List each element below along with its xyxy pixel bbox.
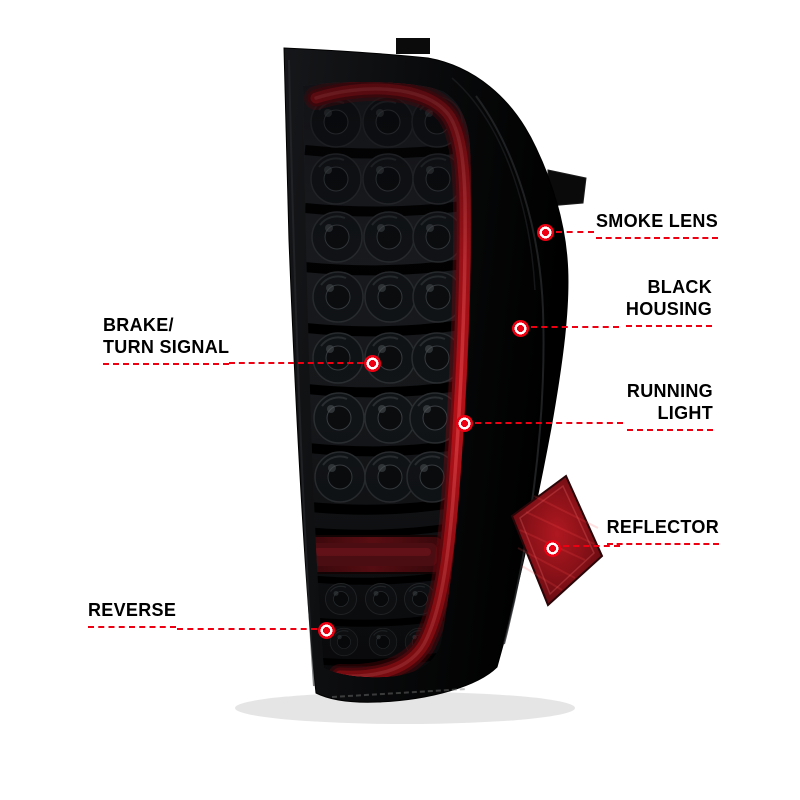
callout-label: SMOKE LENS	[596, 211, 719, 231]
callout-black-housing: BLACK HOUSING	[625, 276, 712, 327]
callout-marker-smoke-lens	[537, 224, 554, 241]
leader-line-smoke-lens	[556, 231, 594, 233]
top-mounting-tab	[396, 38, 430, 54]
callout-label: LIGHT	[657, 403, 713, 423]
housing-contour	[451, 77, 536, 291]
leader-line-brake-turn	[229, 362, 363, 364]
smoke-tint	[303, 82, 472, 678]
callout-smoke-lens: SMOKE LENS	[596, 210, 719, 239]
callout-label: HOUSING	[625, 299, 712, 319]
callout-marker-running-light	[456, 415, 473, 432]
callout-label: REVERSE	[88, 600, 177, 620]
leader-line-black-housing	[531, 326, 619, 328]
leader-line-reverse	[177, 628, 317, 630]
callout-label: RUNNING	[626, 381, 713, 401]
callout-label: REFLECTOR	[606, 517, 719, 537]
lamp-shadow	[235, 692, 575, 724]
callout-brake-turn-signal: BRAKE/ TURN SIGNAL	[103, 314, 230, 365]
callout-running-light: RUNNING LIGHT	[626, 380, 713, 431]
leader-line-running-light	[475, 422, 623, 424]
callout-label: TURN SIGNAL	[103, 337, 230, 357]
leader-line-reflector	[563, 545, 620, 547]
callout-reverse: REVERSE	[88, 599, 177, 628]
housing-contour	[475, 95, 545, 645]
callout-label: BLACK	[647, 277, 712, 297]
callout-marker-reflector	[544, 540, 561, 557]
callout-marker-brake-turn	[364, 355, 381, 372]
callout-marker-black-housing	[512, 320, 529, 337]
lens-contents	[303, 82, 472, 678]
certification-markings	[331, 688, 467, 698]
callout-marker-reverse	[318, 622, 335, 639]
callout-label: BRAKE/	[103, 315, 174, 335]
callout-reflector: REFLECTOR	[606, 516, 719, 545]
